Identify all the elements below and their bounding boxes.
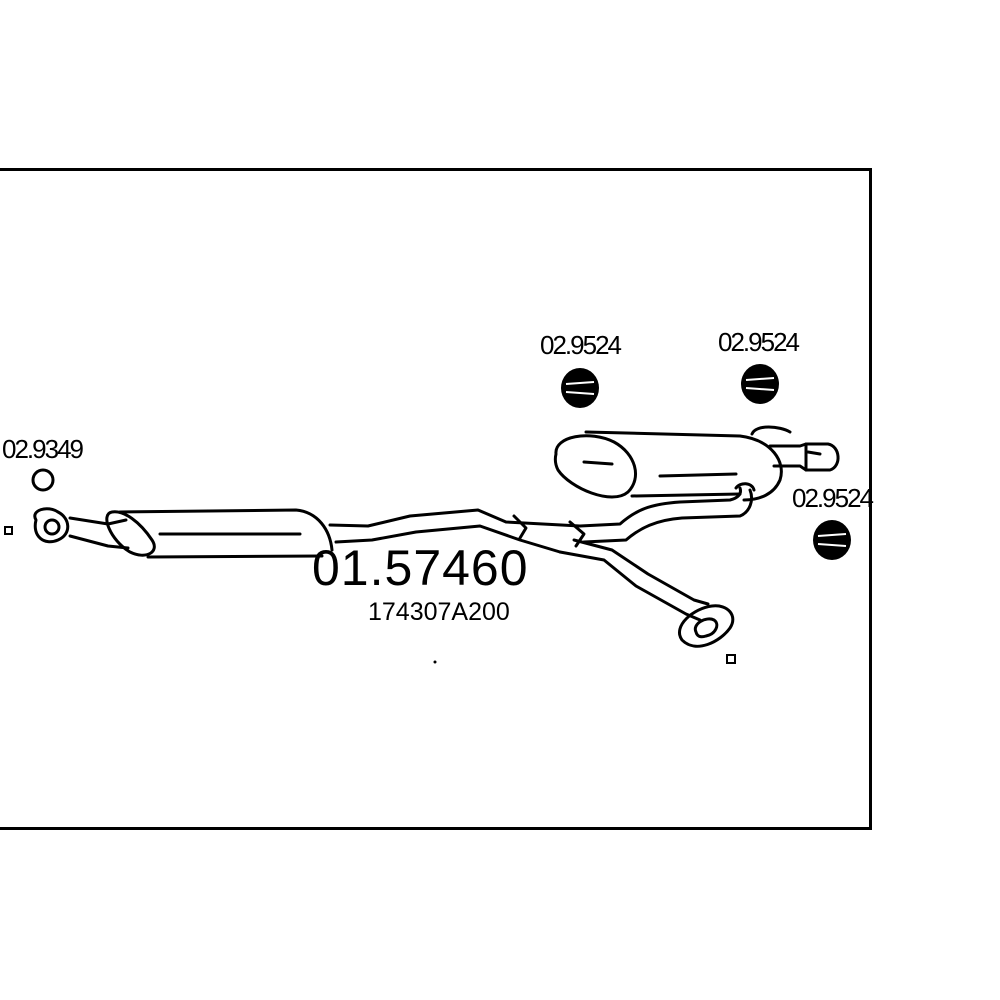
drawing-frame bbox=[0, 168, 872, 830]
hanger-1-label: 02.9524 bbox=[540, 330, 622, 360]
front-flange bbox=[33, 507, 70, 544]
reference-dot bbox=[433, 660, 437, 664]
rubber-hanger-2-icon bbox=[741, 364, 779, 404]
rear-branch-pipe bbox=[578, 482, 756, 544]
oe-number: 174307A200 bbox=[368, 598, 510, 626]
side-branch-pipe bbox=[558, 538, 735, 648]
hanger-3-label: 02.9524 bbox=[792, 483, 874, 513]
rubber-hanger-1-icon bbox=[561, 368, 599, 408]
part-number: 01.57460 bbox=[312, 540, 529, 596]
ring-gasket-label: 02.9349 bbox=[2, 434, 84, 464]
intermediate-pipe bbox=[328, 508, 586, 554]
ring-gasket-icon bbox=[31, 468, 55, 492]
reference-marker bbox=[4, 526, 13, 535]
rear-silencer bbox=[553, 425, 792, 502]
hanger-2-label: 02.9524 bbox=[718, 327, 800, 357]
rubber-hanger-3-icon bbox=[813, 520, 851, 560]
tail-pipe bbox=[768, 442, 840, 472]
front-silencer bbox=[105, 508, 334, 559]
reference-marker bbox=[726, 654, 736, 664]
